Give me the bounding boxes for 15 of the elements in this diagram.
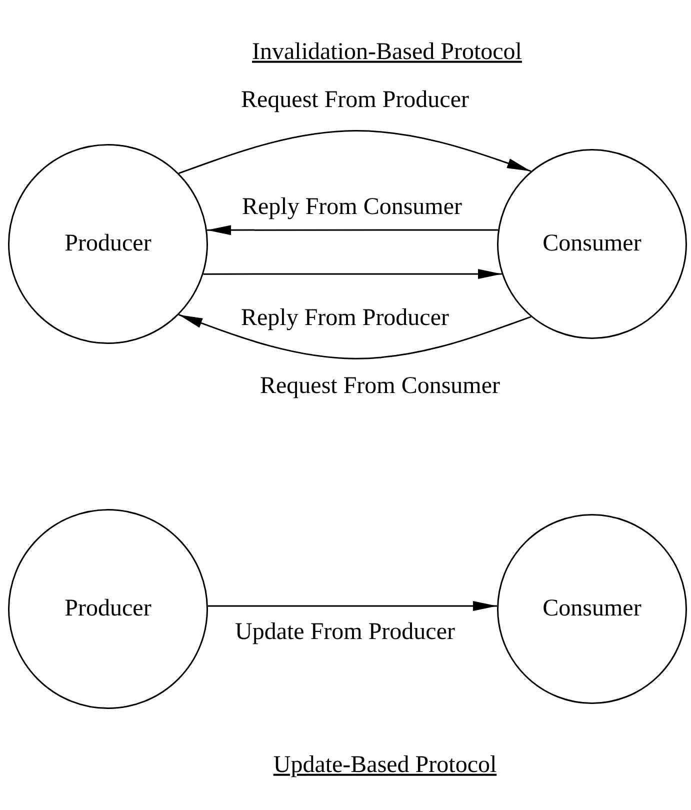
diagram-caption: Update-Based Protocol <box>273 752 497 778</box>
circle-node <box>8 509 208 709</box>
circle-node <box>497 514 687 704</box>
arrow <box>207 225 498 236</box>
circle-node <box>8 144 208 344</box>
arrow <box>178 314 532 360</box>
arrow <box>178 130 532 174</box>
node-label: Consumer <box>542 596 642 622</box>
node-label: Producer <box>64 596 152 622</box>
arrow <box>203 269 502 279</box>
node-label: Consumer <box>542 230 642 258</box>
arrow <box>208 601 498 612</box>
circle-node <box>497 149 687 339</box>
node-label: Producer <box>64 230 152 258</box>
diagram-title: Invalidation-Based Protocol <box>252 38 522 66</box>
